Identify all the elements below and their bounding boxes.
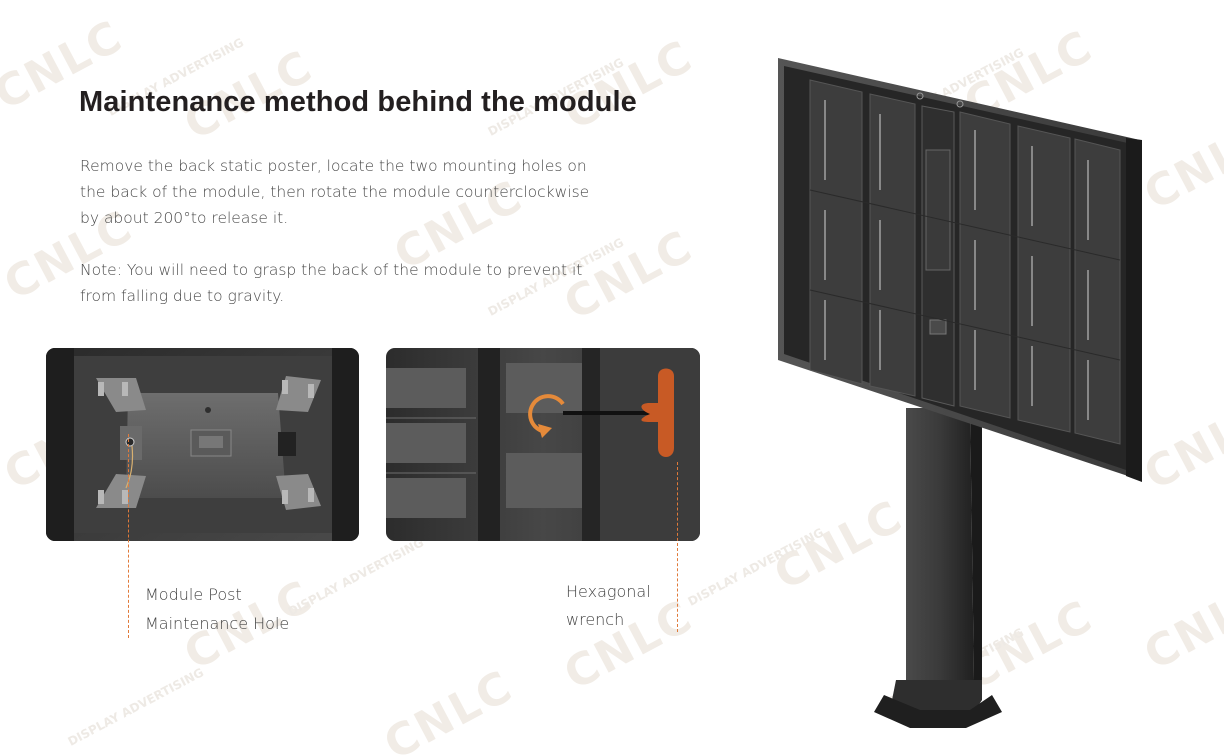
module-back-photo	[46, 348, 359, 541]
module-hole-caption: Module Post Maintenance Hole	[145, 580, 289, 638]
pole-display-illustration	[778, 58, 1142, 728]
wrench-handle-icon	[641, 368, 674, 457]
wrench-shaft	[563, 411, 651, 415]
left-callout-line	[128, 434, 129, 638]
wrench-illustration	[386, 348, 700, 541]
caption-line: wrench	[566, 610, 625, 629]
caption-line: Maintenance Hole	[145, 614, 290, 633]
page-title: Maintenance method behind the module	[79, 86, 637, 118]
counterclockwise-arrow-icon	[528, 394, 565, 438]
caption-line: Hexagonal	[566, 582, 651, 601]
pole-display-render	[770, 40, 1150, 730]
caption-line: Module Post	[145, 585, 242, 604]
wrench-caption: Hexagonal wrench	[566, 578, 651, 634]
instruction-paragraph: Remove the back static poster, locate th…	[80, 157, 590, 227]
wrench-photo	[386, 348, 700, 541]
module-back-illustration	[46, 348, 359, 541]
right-callout-line	[677, 462, 678, 632]
note-paragraph: Note: You will need to grasp the back of…	[80, 261, 583, 305]
